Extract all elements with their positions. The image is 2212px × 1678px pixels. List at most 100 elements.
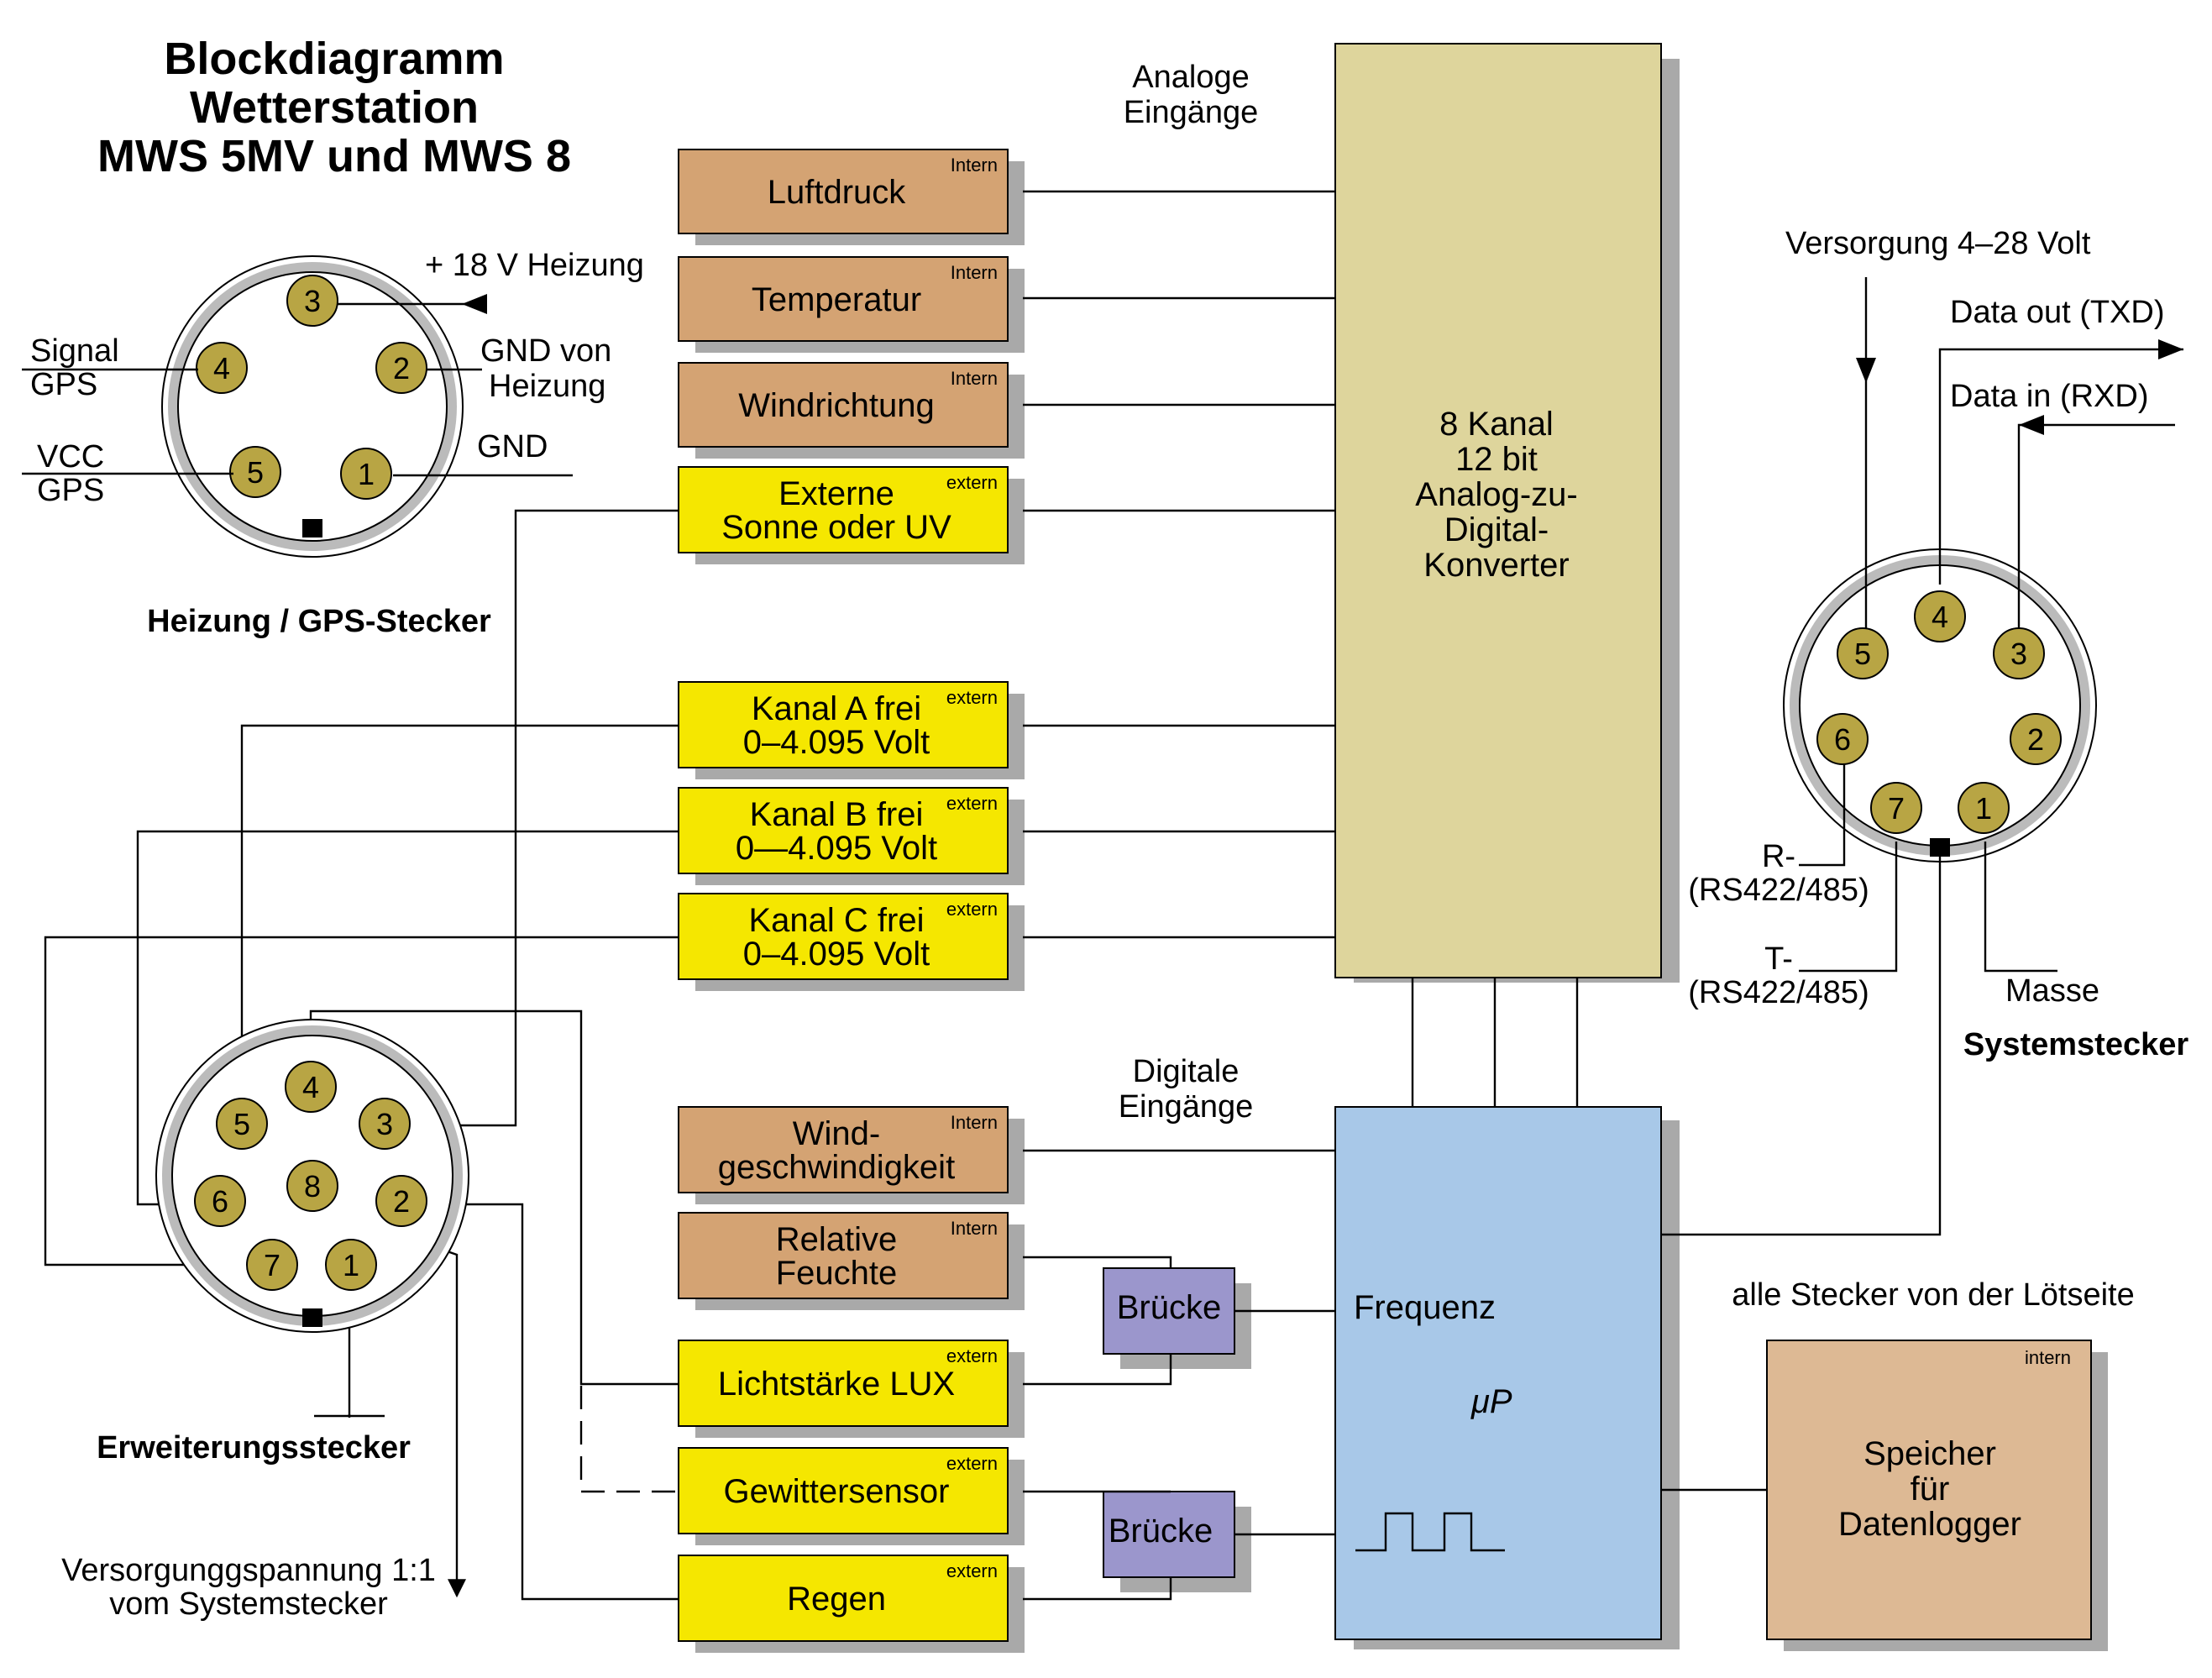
heater-gnd-heater-label-1: GND von <box>480 333 611 369</box>
pin-number: 6 <box>1834 722 1851 757</box>
system-txd-wire <box>1938 348 2183 585</box>
connector-pin: 1 <box>1958 782 2010 834</box>
connector-pin: 6 <box>194 1175 246 1227</box>
sensor-tag: Intern <box>951 368 998 389</box>
expansion-key <box>302 1308 322 1327</box>
sensor-label: Luftdruck <box>768 174 907 211</box>
pin-number: 8 <box>304 1169 321 1203</box>
pin-circle <box>359 1098 411 1150</box>
pin-circle <box>375 342 427 394</box>
heater-supply-arrow <box>462 294 487 314</box>
title-line-1: Blockdiagramm <box>164 34 504 84</box>
title-line-3: MWS 5MV und MWS 8 <box>97 131 571 181</box>
pin-number: 4 <box>1932 600 1948 634</box>
connector-pin: 1 <box>340 448 392 500</box>
connector-pin: 3 <box>359 1098 411 1150</box>
wire-kanal-a-pin5 <box>240 724 679 1082</box>
system-connector: Versorgung 4–28 Volt Data out (TXD) Data… <box>1661 226 2189 1236</box>
heater-signal-label-2: GPS <box>30 367 97 402</box>
system-t-label-2: (RS422/485) <box>1688 975 1869 1010</box>
digital-header-line-1: Digitale <box>1133 1054 1240 1089</box>
pin-circle <box>196 342 248 394</box>
connector-pin: 7 <box>1870 782 1922 834</box>
pin-circle <box>285 1061 337 1113</box>
connector-pin: 5 <box>216 1098 268 1150</box>
sensor-box-rect <box>678 1447 1009 1534</box>
expansion-supply-label-1: Versorgunggspannung 1:1 <box>61 1553 436 1588</box>
sensor-label: geschwindigkeit <box>718 1149 955 1186</box>
sensor-label: Windrichtung <box>738 387 934 424</box>
sensor-box-rect <box>678 1106 1009 1193</box>
sensor-label: Feuchte <box>776 1255 898 1292</box>
sensor-label: Externe <box>778 475 894 512</box>
cpu-mu-label: μP <box>1470 1383 1512 1420</box>
system-rxd-arrow <box>2019 415 2044 435</box>
adc-block: 8 Kanal 12 bit Analog-zu- Digital- Konve… <box>1334 43 1680 983</box>
system-cpu-wire <box>1661 857 1942 1236</box>
system-r-wire <box>1799 756 1846 867</box>
system-t-wire <box>1799 842 1898 973</box>
sensor-label: Sonne oder UV <box>721 509 951 546</box>
wire-regen-bridge <box>1023 1577 1172 1601</box>
pulse-waveform <box>1355 1512 1505 1552</box>
adc-line-2: 12 bit <box>1455 441 1538 478</box>
system-t-label-1: T- <box>1764 941 1793 977</box>
diagram-title: Blockdiagramm Wetterstation MWS 5MV und … <box>97 34 571 181</box>
wire-pin2-regen <box>428 1203 679 1601</box>
memory-rect <box>1766 1340 2092 1640</box>
expansion-supply-label-2: vom Systemstecker <box>109 1586 388 1622</box>
bridge-top-rect <box>1103 1267 1235 1355</box>
memory-block: intern Speicher für Datenlogger <box>1766 1340 2108 1651</box>
pin-circle <box>286 275 338 327</box>
connector-pin: 5 <box>1837 627 1889 679</box>
pin-circle <box>1993 627 2045 679</box>
sensor-label: 0–4.095 Volt <box>743 936 930 973</box>
cpu-rect <box>1334 1106 1662 1640</box>
wire-sonne-pin3 <box>418 509 679 1127</box>
sensor-tag: extern <box>946 1453 998 1474</box>
sensor-label: Regen <box>787 1581 886 1618</box>
digital-inputs: InternWind-geschwindigkeitInternRelative… <box>678 1106 1025 1653</box>
sensor-box-rect <box>678 787 1009 874</box>
connector-pin: 3 <box>286 275 338 327</box>
pin-number: 5 <box>247 455 264 490</box>
pin-number: 6 <box>212 1184 228 1219</box>
analog-header-line-1: Analoge <box>1132 60 1249 95</box>
system-txd-arrow <box>2158 339 2183 359</box>
system-connector-label: Systemstecker <box>1963 1027 2189 1062</box>
pin-circle <box>1914 590 1966 642</box>
sensor-box-rect <box>678 256 1009 342</box>
heater-key <box>302 519 322 537</box>
sensor-tag: extern <box>946 793 998 814</box>
heater-vcc-label-2: GPS <box>37 473 104 508</box>
adc-line-4: Digital- <box>1444 511 1549 548</box>
pin-circle <box>246 1239 298 1291</box>
system-supply-label: Versorgung 4–28 Volt <box>1785 226 2091 261</box>
pin-circle <box>1958 782 2010 834</box>
wire-feuchte-bridge <box>1023 1256 1172 1268</box>
sensor-tag: extern <box>946 472 998 493</box>
sensor-label: 0—4.095 Volt <box>736 830 937 867</box>
cpu-frequency-label: Frequenz <box>1354 1289 1496 1326</box>
pin-number: 1 <box>1975 791 1992 826</box>
sensor-label: Kanal C frei <box>749 902 925 939</box>
connector-pin: 3 <box>1993 627 2045 679</box>
pin-number: 1 <box>343 1248 359 1282</box>
connector-pin: 4 <box>1914 590 1966 642</box>
pin-number: 3 <box>2010 637 2027 671</box>
connector-pin: 4 <box>196 342 248 394</box>
system-r-label-1: R- <box>1762 839 1795 874</box>
sensor-label: Temperatur <box>752 281 921 318</box>
memory-tag: intern <box>2025 1347 2071 1368</box>
pin-number: 3 <box>304 284 321 318</box>
sensor-tag: extern <box>946 1345 998 1366</box>
pin-number: 5 <box>1854 637 1871 671</box>
